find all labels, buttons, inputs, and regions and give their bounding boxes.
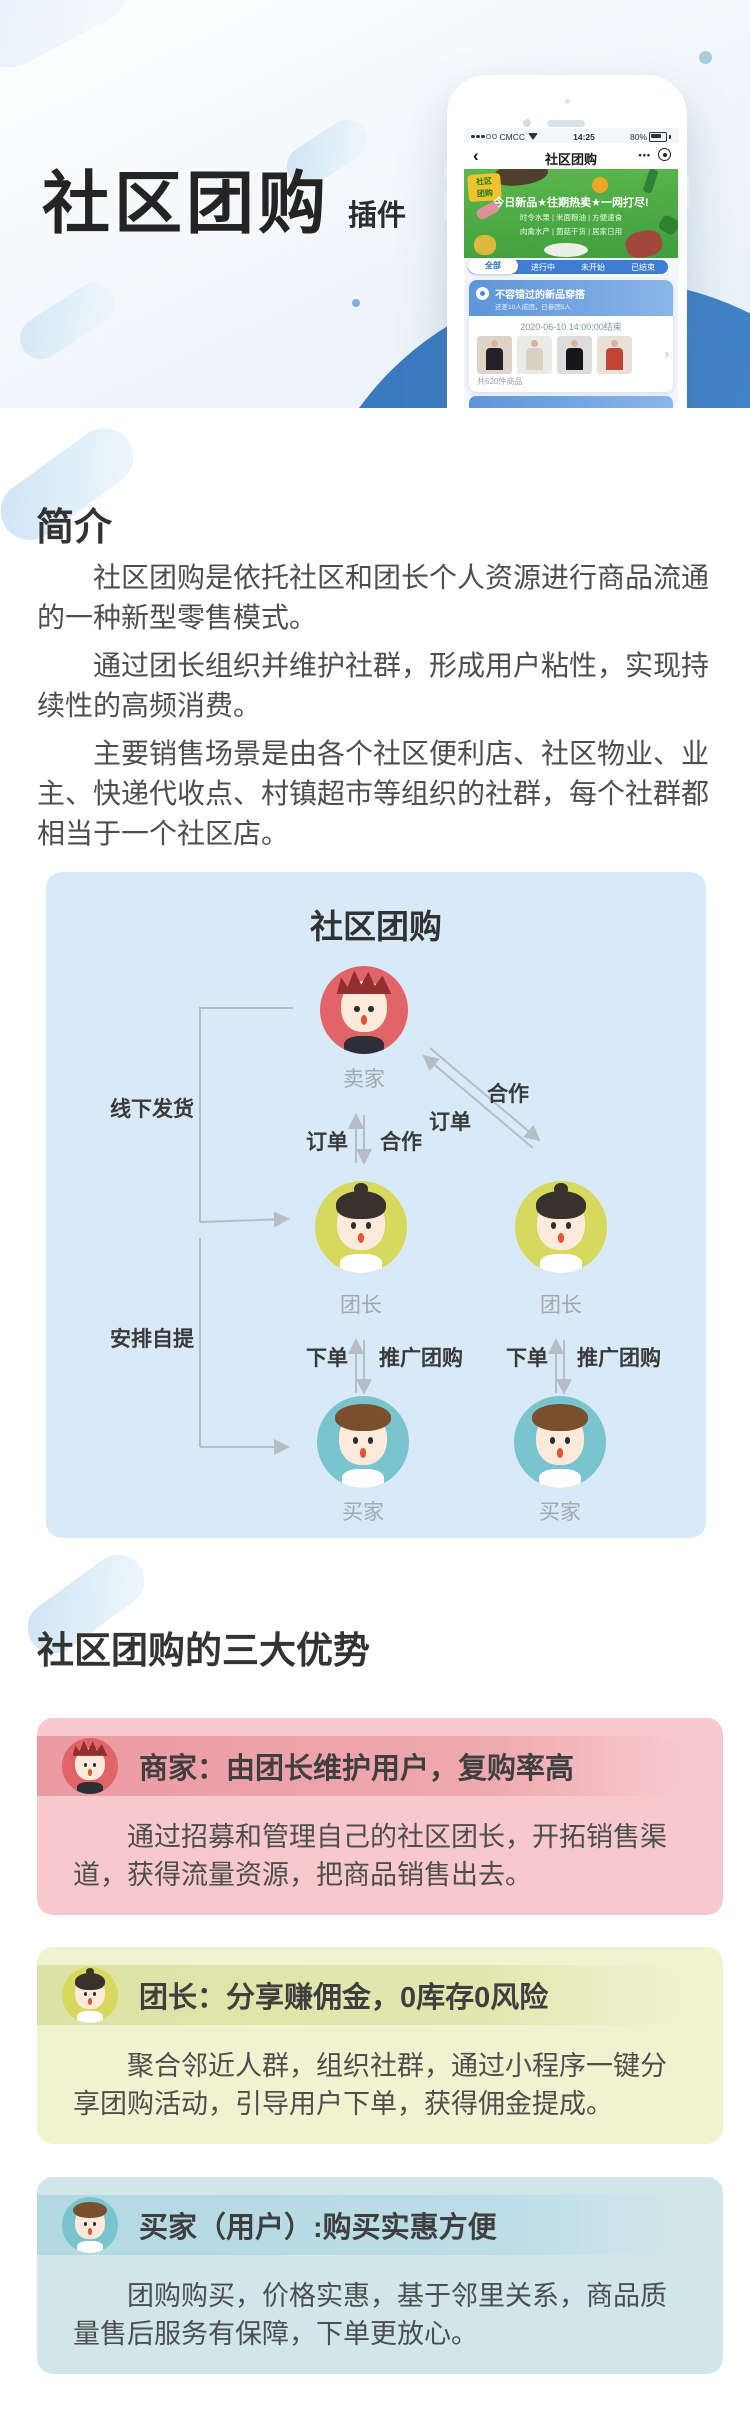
offline-delivery-label: 线下发货 <box>110 1098 194 1121</box>
advantage-title: 商家：由团长维护用户，复购率高 <box>139 1753 575 1785</box>
advantage-title: 团长：分享赚佣金，0库存0风险 <box>139 1982 549 2014</box>
banner-subline-1: 时令水果 | 米面粮油 | 方便速食 <box>519 213 623 222</box>
bottle-decor <box>642 169 659 194</box>
tab-all[interactable]: 全部 <box>468 258 518 274</box>
battery-indicator: 80% <box>629 131 671 142</box>
phone-camera <box>523 119 531 127</box>
phone-power-button <box>687 175 690 209</box>
buyer-label: 买家 <box>539 1501 581 1524</box>
advantage-body: 团购购买，价格实惠，基于邻里关系，商品质量售后服务有保障，下单更放心。 <box>73 2281 667 2349</box>
leader-avatar <box>315 1181 407 1273</box>
nav-title: 社区团购 <box>544 152 597 167</box>
product-thumb[interactable] <box>477 336 512 374</box>
phone-sensor-dot <box>565 99 570 104</box>
order-label: 订单 <box>429 1111 471 1134</box>
advantage-title: 买家（用户）:购买实惠方便 <box>139 2212 497 2244</box>
promo-banner[interactable]: 社区 团购 今日新品★往期热卖★一网打尽! 时令水果 | 米面粮油 | 方便速食… <box>464 169 678 258</box>
product-thumb[interactable] <box>557 336 592 374</box>
tab-ended[interactable]: 已结束 <box>631 262 655 272</box>
leader-label: 团长 <box>540 1294 582 1317</box>
leader-label: 团长 <box>340 1294 382 1317</box>
decor-dot <box>352 299 360 307</box>
phone-screen: CMCC 14:25 80% ‹ 社区团购 ••• <box>464 128 678 408</box>
status-bar: CMCC 14:25 80% <box>464 130 678 143</box>
banner-headline: 今日新品★往期热卖★一网打尽! <box>493 197 649 209</box>
seller-label: 卖家 <box>343 1068 385 1091</box>
groupbuy-subtitle: 还差10人成团，已参团5人 <box>495 304 571 311</box>
food-photo-decor <box>492 169 550 189</box>
status-tabs: 全部 进行中 未开始 已结束 <box>468 258 668 274</box>
next-card-stub <box>469 396 673 408</box>
seller-avatar <box>320 966 408 1054</box>
buyer-avatar <box>62 2197 118 2253</box>
back-icon[interactable]: ‹ <box>473 146 479 165</box>
carrier-label: CMCC <box>499 131 526 142</box>
place-order-label: 下单 <box>506 1347 548 1370</box>
promote-label: 推广团购 <box>379 1347 463 1370</box>
tab-not-started[interactable]: 未开始 <box>581 262 605 272</box>
advantages-heading: 社区团购的三大优势 <box>37 1630 370 1671</box>
intro-paragraph: 主要销售场景是由各个社区便利店、社区物业、业主、快递代收点、村镇超市等组织的社群… <box>37 738 710 849</box>
tab-in-progress[interactable]: 进行中 <box>531 262 555 272</box>
card-title-band <box>37 1736 681 1796</box>
wifi-icon <box>528 133 538 140</box>
advantage-card-merchant: 商家：由团长维护用户，复购率高 通过招募和管理自己的社区团长，开拓销售渠道，获得… <box>37 1718 723 1915</box>
card-title-band <box>37 1965 681 2025</box>
place-order-label: 下单 <box>306 1347 348 1370</box>
product-thumbs <box>477 336 632 374</box>
signal-icon <box>471 134 497 139</box>
decor-wisp <box>12 274 123 368</box>
more-icon[interactable]: ••• <box>638 149 651 160</box>
page-subtitle: 插件 <box>348 200 407 232</box>
decor-wisp <box>0 0 143 82</box>
advantage-card-buyer: 买家（用户）:购买实惠方便 团购购买，价格实惠，基于邻里关系，商品质量售后服务有… <box>37 2177 723 2374</box>
battery-percent: 80% <box>629 131 647 142</box>
nav-bar: ‹ 社区团购 ••• <box>464 143 678 169</box>
groupbuy-count: 共620件商品 <box>477 377 523 386</box>
cooperate-label: 合作 <box>487 1083 529 1106</box>
intro-paragraphs: 社区团购是依托社区和团长个人资源进行商品流通的一种新型零售模式。 通过团长组织并… <box>37 558 715 862</box>
advantage-card-leader: 团长：分享赚佣金，0库存0风险 聚合邻近人群，组织社群，通过小程序一键分享团购活… <box>37 1947 723 2144</box>
product-thumb[interactable] <box>517 336 552 374</box>
phone-volume-button <box>444 191 447 221</box>
cooperate-label: 合作 <box>380 1131 422 1154</box>
chevron-right-icon[interactable]: › <box>664 346 669 361</box>
hero-section: 社区团购 插件 CMCC 14:25 <box>0 0 750 408</box>
order-label: 订单 <box>306 1131 348 1154</box>
decor-dot <box>699 51 712 64</box>
battery-icon <box>649 131 667 142</box>
intro-heading: 简介 <box>36 507 113 549</box>
leader-avatar <box>62 1967 118 2023</box>
buyer-avatar <box>514 1396 606 1488</box>
arrange-pickup-label: 安排自提 <box>110 1328 194 1351</box>
diagram-connectors <box>199 1007 572 1455</box>
buyer-avatar <box>317 1396 409 1488</box>
intro-paragraph: 社区团购是依托社区和团长个人资源进行商品流通的一种新型零售模式。 <box>37 562 710 633</box>
groupbuy-card[interactable]: 不容错过的新品穿搭 还差10人成团，已参团5人 2020-06-10 14:00… <box>469 280 673 392</box>
banner-subline-2: 肉禽水产 | 菌菇干货 | 居家日用 <box>519 227 623 236</box>
buyer-label: 买家 <box>342 1501 384 1524</box>
record-icon <box>476 287 489 300</box>
plate-decor <box>544 243 588 257</box>
advantage-body: 聚合邻近人群，组织社群，通过小程序一键分享团购活动，引导用户下单，获得佣金提成。 <box>73 2051 667 2119</box>
pineapple-decor <box>474 235 496 255</box>
groupbuy-card-header: 不容错过的新品穿搭 还差10人成团，已参团5人 <box>469 280 673 316</box>
card-title-band <box>37 2195 681 2255</box>
phone-mute-switch <box>444 163 447 179</box>
target-icon[interactable] <box>658 148 671 161</box>
phone-speaker <box>547 120 585 127</box>
groupbuy-title: 不容错过的新品穿搭 <box>495 290 585 301</box>
status-time: 14:25 <box>573 131 595 142</box>
page-title: 社区团购 <box>42 166 331 242</box>
orange-decor <box>592 177 608 193</box>
intro-paragraph: 通过团长组织并维护社群，形成用户粘性，实现持续性的高频消费。 <box>37 650 710 721</box>
leader-avatar <box>515 1181 607 1273</box>
diagram-title: 社区团购 <box>310 908 442 945</box>
seller-avatar <box>62 1738 118 1794</box>
product-thumb[interactable] <box>597 336 632 374</box>
groupbuy-deadline: 2020-06-10 14:00:00结束 <box>520 322 622 332</box>
advantage-body: 通过招募和管理自己的社区团长，开拓销售渠道，获得流量资源，把商品销售出去。 <box>73 1822 667 1890</box>
phone-mockup: CMCC 14:25 80% ‹ 社区团购 ••• <box>444 75 690 408</box>
promote-label: 推广团购 <box>577 1347 661 1370</box>
